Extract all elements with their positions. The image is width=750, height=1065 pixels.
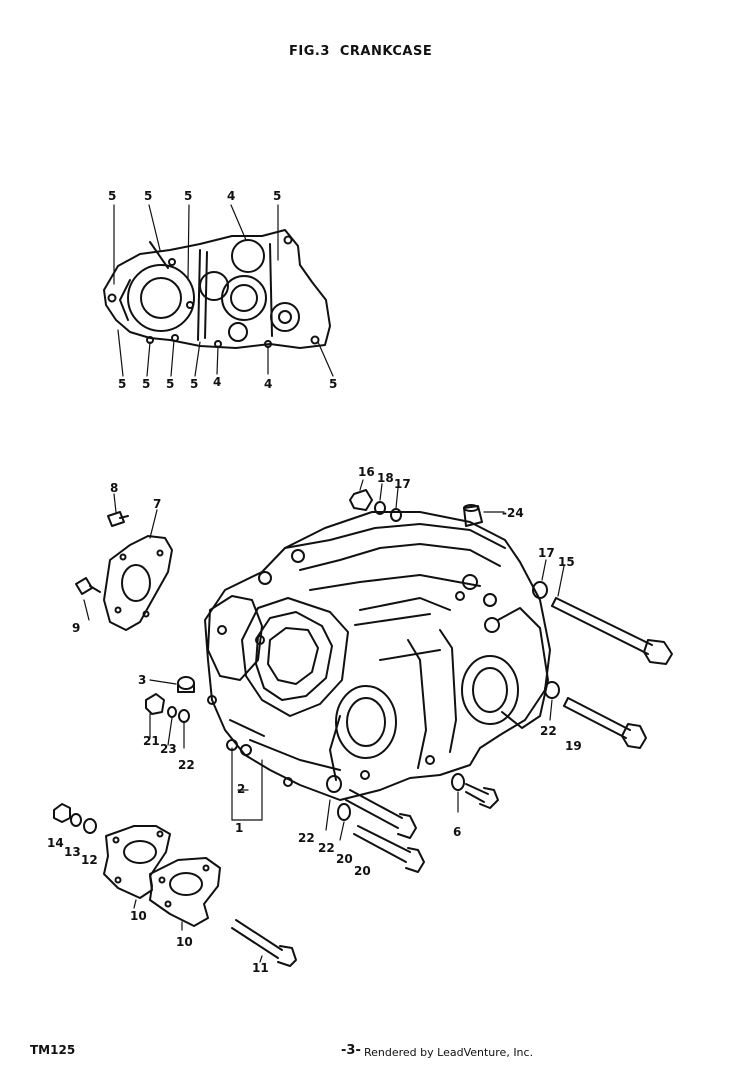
label-part-10a: 10 xyxy=(130,909,147,923)
label-part-9: 9 xyxy=(72,621,80,635)
label-top-5d: 5 xyxy=(273,189,281,203)
label-part-22b: 22 xyxy=(298,831,315,845)
label-part-24: -24 xyxy=(502,506,524,520)
label-part-2: 2 xyxy=(237,782,245,796)
label-part-20a: 20 xyxy=(336,852,353,866)
label-bottom-5e: 5 xyxy=(329,377,337,391)
label-part-12: 12 xyxy=(81,853,98,867)
bolt-19 xyxy=(544,681,647,749)
screw-9 xyxy=(75,577,101,595)
label-part-16: 16 xyxy=(358,465,375,479)
main-leaders xyxy=(83,479,565,963)
label-part-13: 13 xyxy=(64,845,81,859)
label-part-20b: 20 xyxy=(354,864,371,878)
page-number: -3- xyxy=(341,1043,361,1058)
bolt-20-upper xyxy=(326,775,417,839)
label-top-5c: 5 xyxy=(184,189,192,203)
label-part-14: 14 xyxy=(47,836,64,850)
label-top-4a: 4 xyxy=(227,189,235,203)
top-view-leaders xyxy=(113,204,334,377)
label-part-19: 19 xyxy=(565,739,582,753)
crankcase-inner-view xyxy=(103,229,331,349)
label-part-3: 3 xyxy=(138,673,146,687)
gasket-10-front xyxy=(103,825,171,899)
label-part-17b: 17 xyxy=(538,546,555,560)
bolt-20-lower xyxy=(337,803,425,873)
nut-21-group xyxy=(145,693,190,723)
label-part-23: 23 xyxy=(160,742,177,756)
label-top-5a: 5 xyxy=(108,189,116,203)
label-bottom-5a: 5 xyxy=(118,377,126,391)
label-part-22d: 22 xyxy=(540,724,557,738)
model-code: TM125 xyxy=(30,1043,76,1057)
figure-name: CRANKCASE xyxy=(339,44,433,59)
figure-number: FIG.3 xyxy=(289,44,330,59)
label-part-22a: 22 xyxy=(178,758,195,772)
label-part-7: 7 xyxy=(153,497,161,511)
label-part-11: 11 xyxy=(252,961,269,975)
label-part-8: 8 xyxy=(110,481,118,495)
label-part-17a: 17 xyxy=(394,477,411,491)
figure-title: FIG.3 CRANKCASE xyxy=(289,44,442,59)
label-part-21: 21 xyxy=(143,734,160,748)
label-top-5b: 5 xyxy=(144,189,152,203)
nut-14-group xyxy=(53,803,97,834)
label-bottom-5b: 5 xyxy=(142,377,150,391)
label-bottom-5c: 5 xyxy=(166,377,174,391)
nut-16-group xyxy=(349,489,402,522)
plug-24 xyxy=(463,504,483,527)
crankcase-assembly xyxy=(177,511,551,801)
label-bottom-4a: 4 xyxy=(213,375,221,389)
label-part-18: 18 xyxy=(377,471,394,485)
screw-8 xyxy=(107,511,129,527)
bolt-11 xyxy=(231,919,297,967)
bolt-6 xyxy=(451,773,499,809)
label-part-6: 6 xyxy=(453,825,461,839)
label-part-1: 1 xyxy=(235,821,243,835)
label-bottom-5d: 5 xyxy=(190,377,198,391)
label-part-15: 15 xyxy=(558,555,575,569)
gasket-7 xyxy=(103,535,173,631)
label-bottom-4b: 4 xyxy=(264,377,272,391)
rendered-by-credit: Rendered by LeadVenture, Inc. xyxy=(364,1046,534,1059)
label-part-22c: 22 xyxy=(318,841,335,855)
label-part-10b: 10 xyxy=(176,935,193,949)
gasket-10-rear xyxy=(149,857,221,927)
bolt-15 xyxy=(532,581,673,665)
